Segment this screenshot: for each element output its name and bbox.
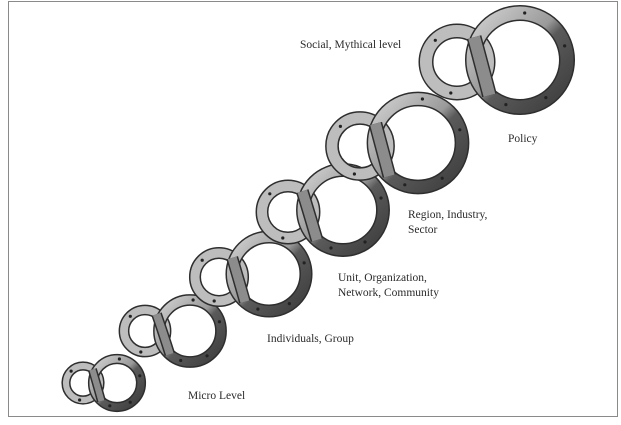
label-micro-level: Micro Level [188, 389, 245, 404]
band-dot [281, 236, 284, 239]
band-dot [563, 44, 566, 47]
loop-individuals [124, 298, 221, 362]
band-dot [139, 350, 142, 353]
band-dot [329, 246, 332, 249]
band-dot [379, 196, 382, 199]
band-dot [138, 374, 141, 377]
band-dot [504, 103, 507, 106]
band-dot [129, 315, 132, 318]
band-dot [205, 354, 208, 357]
loop-social [426, 11, 567, 107]
label-policy: Policy [508, 132, 537, 147]
band-dot [118, 357, 121, 360]
band-dot [129, 401, 132, 404]
label-unit-organization-network-community: Unit, Organization, Network, Community [338, 271, 439, 301]
label-unit-line2: Network, Community [338, 286, 439, 301]
band-dot [288, 302, 291, 305]
band-dot [403, 183, 406, 186]
band-dot [179, 359, 182, 362]
band-dot [458, 128, 461, 131]
band-dot [449, 91, 452, 94]
band-dot [441, 177, 444, 180]
band-dot [268, 192, 271, 195]
loop-unit [195, 235, 306, 311]
label-region-line2: Sector [408, 223, 487, 238]
band-dot [303, 261, 306, 264]
label-region-industry-sector: Region, Industry, Sector [408, 208, 487, 238]
band-dot [213, 299, 216, 302]
loop-policy [332, 97, 462, 187]
band-dot [363, 240, 366, 243]
band-dot [434, 39, 437, 42]
loop-micro [66, 357, 141, 407]
band-dot [544, 96, 547, 99]
label-social-mythical-level: Social, Mythical level [300, 38, 401, 53]
label-region-line1: Region, Industry, [408, 208, 487, 223]
band-dot [353, 172, 356, 175]
band-dot [218, 320, 221, 323]
band-dot [201, 259, 204, 262]
label-individuals-group: Individuals, Group [267, 332, 354, 347]
band-dot [256, 308, 259, 311]
band-dot [192, 298, 195, 301]
band-dot [70, 370, 73, 373]
band-dot [523, 11, 526, 14]
label-unit-line1: Unit, Organization, [338, 271, 439, 286]
band-dot [108, 404, 111, 407]
band-dot [78, 398, 81, 401]
band-dot [421, 97, 424, 100]
band-dot [339, 125, 342, 128]
loop-region [262, 168, 383, 250]
